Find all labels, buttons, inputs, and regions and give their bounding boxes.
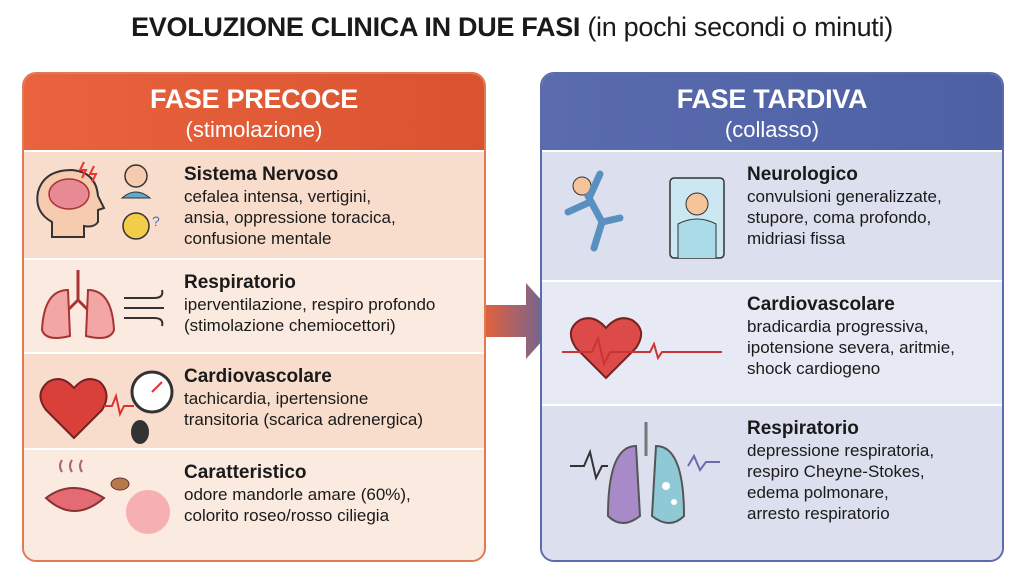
lips-almond-icon [24,450,184,560]
row-line: colorito roseo/rosso ciliegia [184,506,390,525]
early-nervous-row: ? Sistema Nervoso cefalea intensa, verti… [24,150,484,258]
late-respiratory-row: Respiratorio depressione respiratoria, re… [542,404,1002,560]
early-phase-subtitle: (stimolazione) [185,117,323,142]
seizure-coma-icon [542,152,747,280]
brain-head-icon: ? [24,152,184,258]
row-line: (stimolazione chemiocettori) [184,316,396,335]
late-phase-header: FASE TARDIVA (collasso) [542,74,1002,150]
row-line: shock cardiogeno [747,359,881,378]
heart-ecg-icon [542,282,747,404]
heart-pressure-gauge-icon [24,354,184,448]
lungs-edema-icon [542,406,747,560]
row-line: convulsioni generalizzate, [747,187,942,206]
row-heading: Cardiovascolare [747,294,895,315]
row-line: transitoria (scarica adrenergica) [184,410,424,429]
row-line: tachicardia, ipertensione [184,389,369,408]
row-line: odore mandorle amare (60%), [184,485,411,504]
late-phase-title: FASE TARDIVA [676,84,868,114]
title-bold: EVOLUZIONE CLINICA IN DUE FASI [131,12,581,42]
row-heading: Respiratorio [184,272,296,293]
late-phase-subtitle: (collasso) [724,117,820,142]
late-cardio-row: Cardiovascolare bradicardia progressiva,… [542,280,1002,404]
late-neuro-row: Neurologico convulsioni generalizzate, st… [542,150,1002,280]
row-line: arresto respiratorio [747,504,890,523]
row-heading: Sistema Nervoso [184,164,339,185]
row-heading: Caratteristico [184,462,307,483]
row-line: iperventilazione, respiro profondo [184,295,436,314]
row-heading: Neurologico [747,164,858,185]
early-phase-header: FASE PRECOCE (stimolazione) [24,74,484,150]
row-line: bradicardia progressiva, [747,317,929,336]
row-line: respiro Cheyne-Stokes, [747,462,925,481]
title-subtitle: (in pochi secondi o minuti) [587,12,893,42]
row-line: cefalea intensa, vertigini, [184,187,372,206]
page-title: EVOLUZIONE CLINICA IN DUE FASI (in pochi… [0,12,1024,43]
row-heading: Cardiovascolare [184,366,332,387]
svg-text:?: ? [152,213,160,229]
row-line: edema polmonare, [747,483,889,502]
row-line: depressione respiratoria, [747,441,935,460]
row-line: ipotensione severa, aritmie, [747,338,955,357]
early-phase-title: FASE PRECOCE [150,84,358,114]
early-cardio-row: Cardiovascolare tachicardia, ipertension… [24,352,484,448]
early-phase-panel: FASE PRECOCE (stimolazione) ? Sistema Ne… [22,72,486,562]
row-line: confusione mentale [184,229,332,248]
row-line: midriasi fissa [747,229,846,248]
early-respiratory-row: Respiratorio iperventilazione, respiro p… [24,258,484,352]
row-line: stupore, coma profondo, [747,208,932,227]
late-phase-panel: FASE TARDIVA (collasso) Neurologico conv… [540,72,1004,562]
row-heading: Respiratorio [747,418,859,439]
row-line: ansia, oppressione toracica, [184,208,396,227]
lungs-breath-icon [24,260,184,352]
early-characteristic-row: Caratteristico odore mandorle amare (60%… [24,448,484,560]
